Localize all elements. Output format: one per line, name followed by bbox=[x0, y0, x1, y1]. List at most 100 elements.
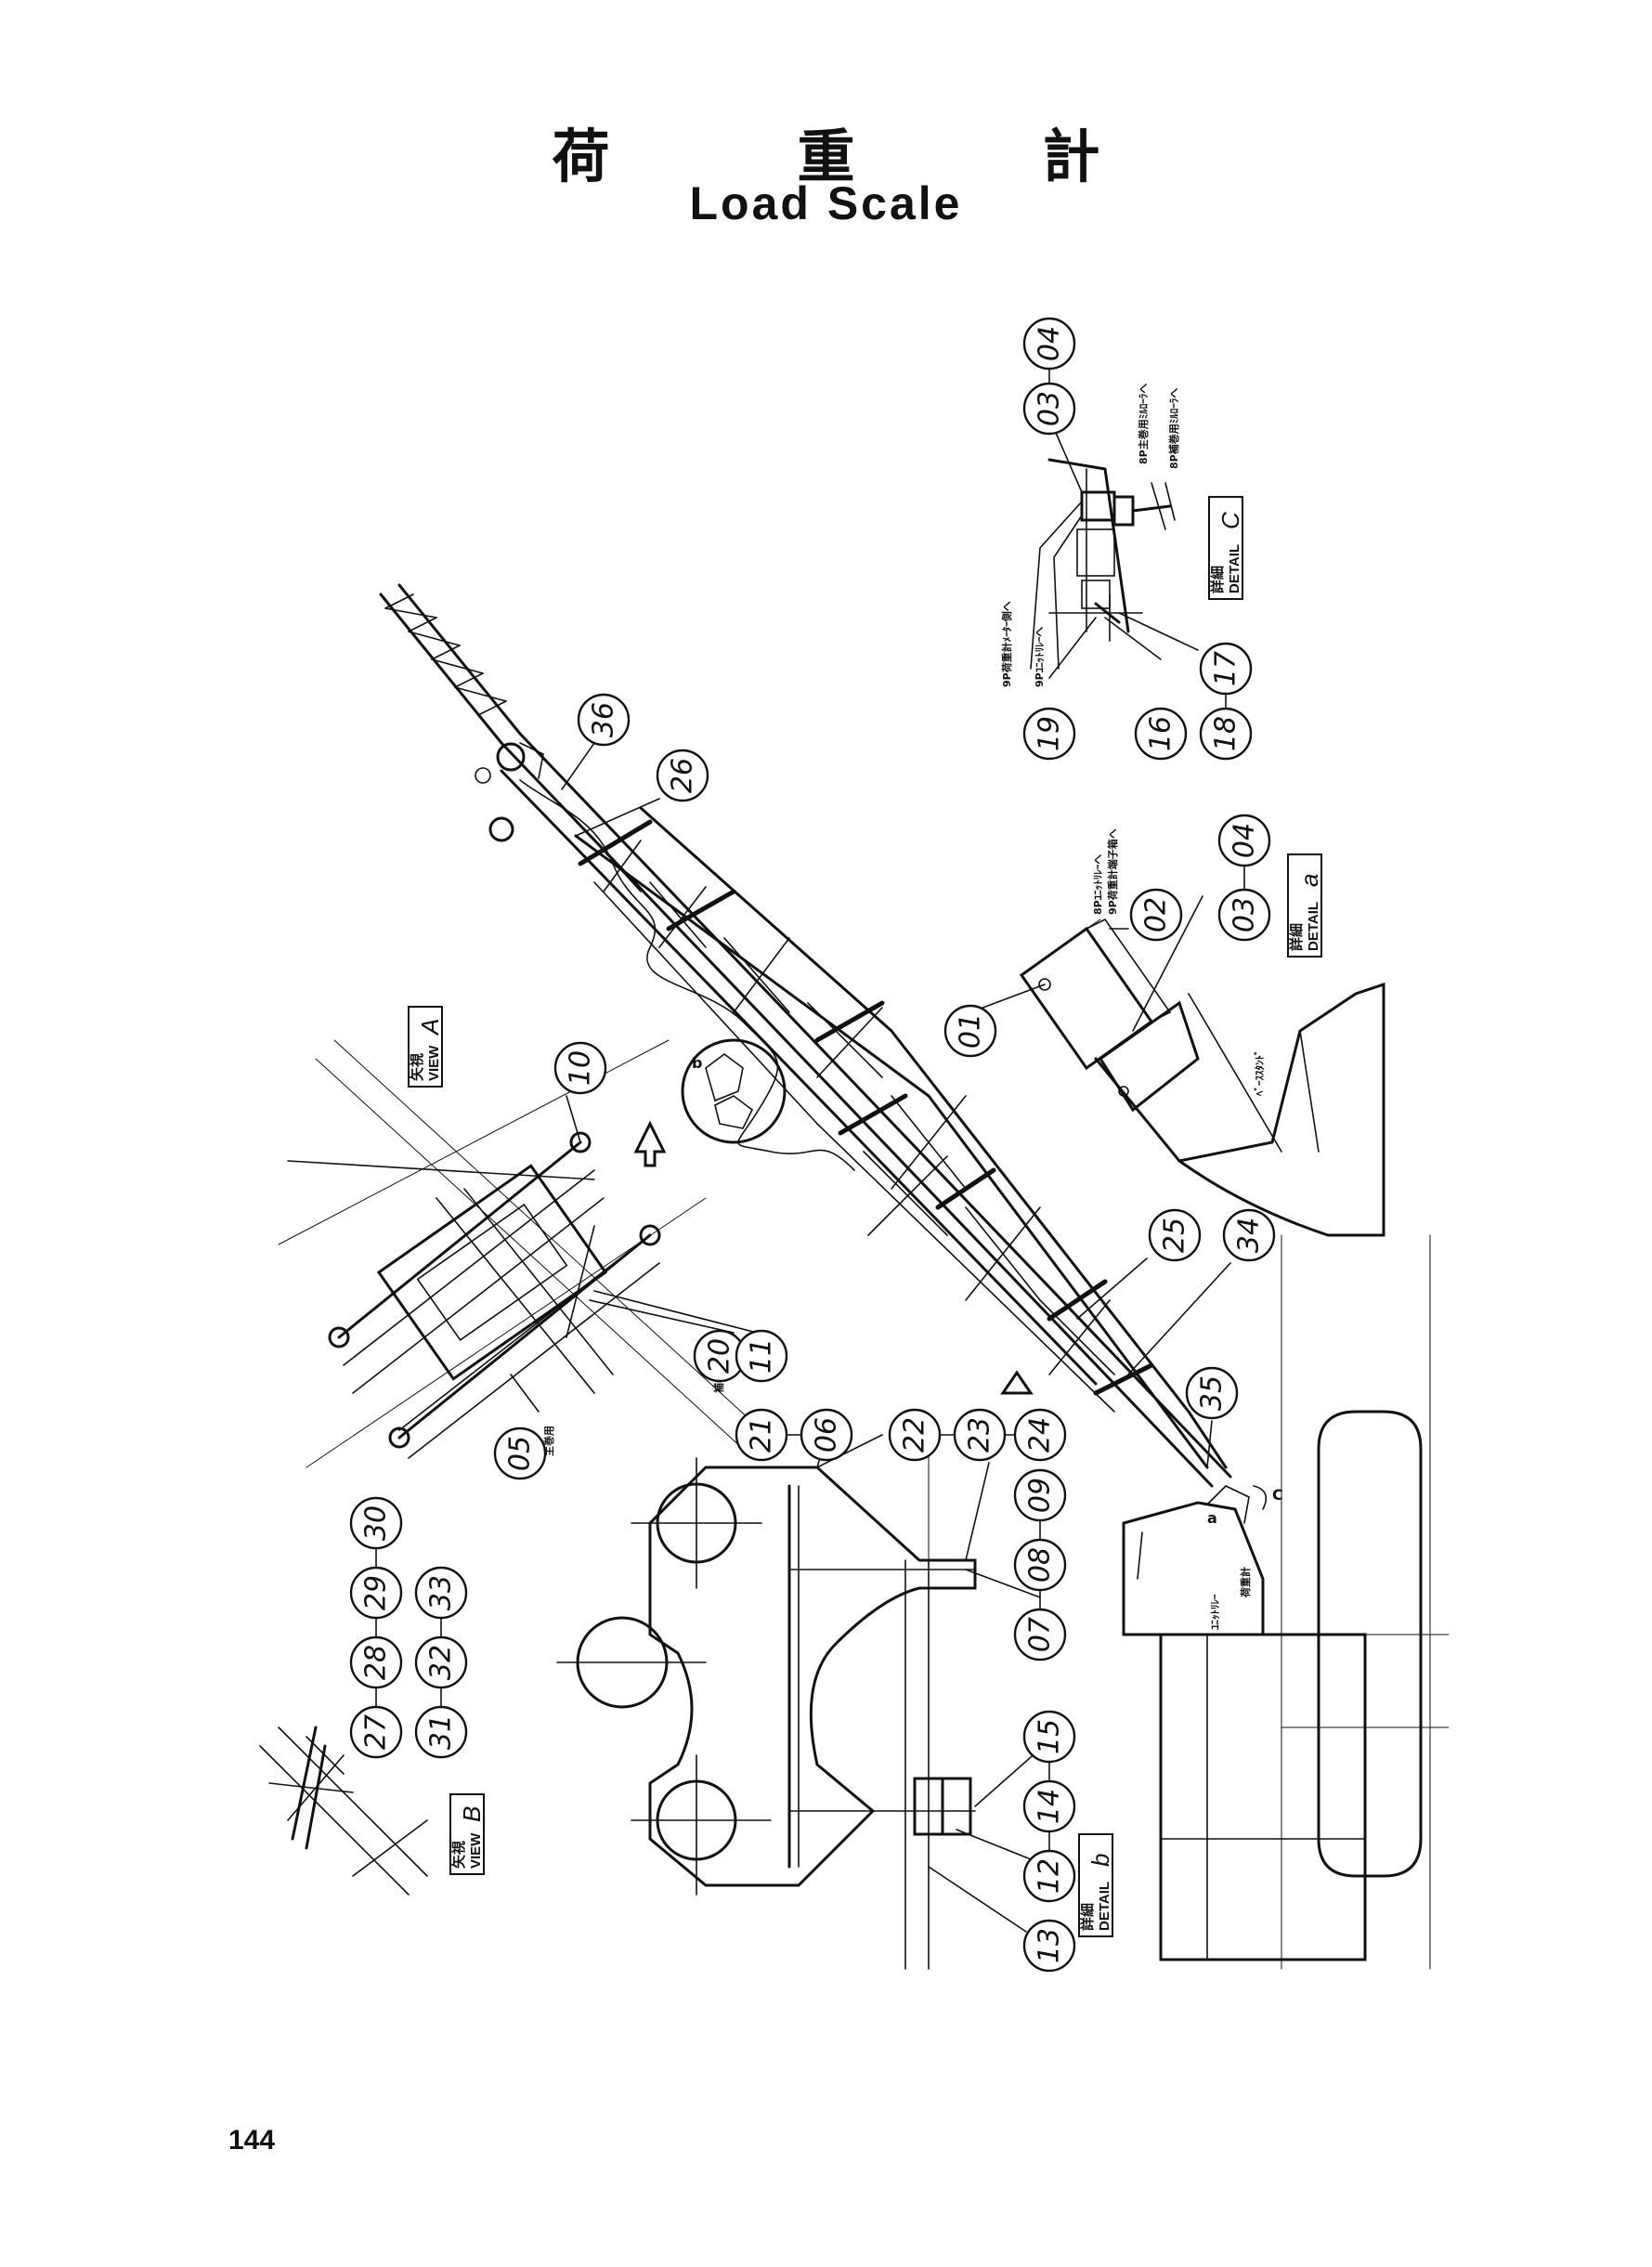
page-title-japanese: 荷 重 計 bbox=[552, 123, 1165, 190]
svg-text:a: a bbox=[1295, 874, 1323, 887]
page-title-english: Load Scale bbox=[689, 177, 963, 229]
detail-a-note-2: 9P荷重計端子箱へ bbox=[1106, 828, 1119, 915]
svg-text:33: 33 bbox=[425, 1575, 458, 1610]
detail-c-note-3: 8P主巻用ﾐﾙﾛｰﾗへ bbox=[1137, 384, 1150, 464]
svg-text:矢視: 矢視 bbox=[409, 1053, 425, 1081]
svg-text:35: 35 bbox=[1196, 1375, 1229, 1411]
svg-text:30: 30 bbox=[360, 1505, 393, 1541]
svg-text:DETAIL: DETAIL bbox=[1227, 544, 1242, 593]
svg-text:01: 01 bbox=[955, 1013, 987, 1049]
svg-text:03: 03 bbox=[1034, 391, 1066, 426]
crane-boom bbox=[379, 583, 1232, 1488]
callout-28: 28 bbox=[349, 1635, 403, 1689]
crane-cab-and-crawler: ﾕﾆｯﾄﾘﾚｰ 荷重計 a C bbox=[1122, 1234, 1450, 1970]
svg-text:23: 23 bbox=[964, 1417, 996, 1453]
svg-text:18: 18 bbox=[1210, 716, 1242, 751]
callout-07: 07 bbox=[1013, 1608, 1067, 1661]
detail-b-drawing bbox=[556, 1429, 977, 1970]
svg-text:24: 24 bbox=[1024, 1417, 1057, 1453]
view-b-drawing bbox=[259, 1726, 428, 1896]
svg-text:03: 03 bbox=[1229, 897, 1261, 932]
view-a-drawing bbox=[278, 1039, 762, 1468]
callout-03-detail-a: 03 bbox=[1217, 888, 1271, 942]
callout-22: 22 bbox=[888, 1408, 942, 1462]
callout-05: 05 bbox=[493, 1427, 547, 1480]
svg-text:16: 16 bbox=[1145, 716, 1177, 751]
svg-text:34: 34 bbox=[1233, 1218, 1266, 1253]
svg-text:07: 07 bbox=[1024, 1617, 1057, 1652]
callout-33: 33 bbox=[414, 1566, 468, 1620]
callout-14: 14 bbox=[1022, 1779, 1076, 1833]
view-b-label: 矢視 VIEW B bbox=[449, 1793, 486, 1875]
svg-text:28: 28 bbox=[360, 1645, 393, 1680]
detail-c-note-4: 8P補巻用ﾐﾙﾛｰﾗへ bbox=[1167, 388, 1180, 469]
svg-text:25: 25 bbox=[1159, 1218, 1191, 1253]
callout-25: 25 bbox=[1148, 1208, 1202, 1262]
callout-04-detail-c: 04 bbox=[1022, 317, 1076, 371]
marker-b-on-boom: b bbox=[692, 1054, 702, 1072]
svg-text:19: 19 bbox=[1034, 716, 1066, 751]
callout-17: 17 bbox=[1199, 642, 1253, 696]
svg-text:29: 29 bbox=[360, 1575, 393, 1610]
detail-a-note-1: 8Pﾕﾆｯﾄﾘﾚｰへ bbox=[1092, 854, 1104, 915]
view-b-arrow bbox=[1000, 1370, 1034, 1395]
callout-34: 34 bbox=[1222, 1208, 1276, 1262]
svg-text:02: 02 bbox=[1140, 897, 1173, 932]
svg-text:20: 20 bbox=[704, 1338, 736, 1374]
callout-12: 12 bbox=[1022, 1849, 1076, 1903]
callout-36: 36 bbox=[577, 693, 631, 747]
svg-text:詳細: 詳細 bbox=[1079, 1903, 1096, 1931]
svg-text:09: 09 bbox=[1024, 1478, 1057, 1513]
callout-27: 27 bbox=[349, 1705, 403, 1759]
svg-text:04: 04 bbox=[1229, 823, 1261, 858]
callout-06: 06 bbox=[800, 1408, 853, 1462]
svg-text:32: 32 bbox=[425, 1645, 458, 1680]
cab-note-unit-relay: ﾕﾆｯﾄﾘﾚｰ bbox=[1209, 1594, 1221, 1630]
svg-text:27: 27 bbox=[360, 1714, 393, 1750]
callout-01: 01 bbox=[943, 1004, 997, 1058]
callout-15: 15 bbox=[1022, 1710, 1076, 1764]
svg-text:VIEW: VIEW bbox=[468, 1832, 484, 1869]
svg-text:08: 08 bbox=[1024, 1547, 1057, 1583]
svg-text:詳細: 詳細 bbox=[1288, 923, 1305, 951]
callout-16: 16 bbox=[1134, 707, 1188, 761]
callout-04-detail-a: 04 bbox=[1217, 814, 1271, 867]
callout-31: 31 bbox=[414, 1705, 468, 1759]
page-number: 144 bbox=[228, 2125, 276, 2156]
svg-text:DETAIL: DETAIL bbox=[1306, 902, 1321, 951]
callout-02: 02 bbox=[1129, 888, 1183, 942]
callout-20: 20 bbox=[693, 1329, 747, 1383]
callout-03-detail-c: 03 bbox=[1022, 382, 1076, 436]
callout-18: 18 bbox=[1199, 707, 1253, 761]
detail-a-label: 詳細 DETAIL a bbox=[1287, 853, 1323, 958]
detail-c-label: 詳細 DETAIL C bbox=[1208, 496, 1244, 600]
svg-text:10: 10 bbox=[565, 1050, 597, 1086]
detail-c-note-1: 9P荷重計ﾒｰﾀｰ側へ bbox=[1000, 601, 1013, 687]
callout-29: 29 bbox=[349, 1566, 403, 1620]
svg-text:15: 15 bbox=[1034, 1719, 1066, 1754]
callout-30: 30 bbox=[349, 1496, 403, 1550]
callout-08: 08 bbox=[1013, 1538, 1067, 1592]
marker-a: a bbox=[1207, 1509, 1217, 1527]
svg-text:31: 31 bbox=[425, 1714, 458, 1750]
svg-text:12: 12 bbox=[1034, 1858, 1066, 1894]
callout-32: 32 bbox=[414, 1635, 468, 1689]
detail-b-label: 詳細 DETAIL b bbox=[1078, 1833, 1114, 1937]
detail-c-drawing: 9P荷重計ﾒｰﾀｰ側へ 9Pﾕﾆｯﾄﾘﾚｰへ 8P主巻用ﾐﾙﾛｰﾗへ 8P補巻用… bbox=[1000, 384, 1180, 687]
callout-10: 10 bbox=[553, 1041, 607, 1095]
svg-text:36: 36 bbox=[588, 702, 620, 737]
svg-text:06: 06 bbox=[811, 1417, 843, 1453]
callout-09: 09 bbox=[1013, 1468, 1067, 1522]
callout-23: 23 bbox=[953, 1408, 1007, 1462]
callout-19: 19 bbox=[1022, 707, 1076, 761]
svg-text:B: B bbox=[458, 1806, 486, 1822]
svg-text:詳細: 詳細 bbox=[1209, 566, 1226, 593]
svg-text:VIEW: VIEW bbox=[426, 1045, 442, 1081]
svg-text:22: 22 bbox=[899, 1417, 931, 1453]
svg-text:14: 14 bbox=[1034, 1789, 1066, 1824]
svg-text:A: A bbox=[416, 1019, 444, 1036]
svg-text:矢視: 矢視 bbox=[450, 1841, 467, 1869]
svg-text:C: C bbox=[1216, 512, 1244, 529]
callout-21: 21 bbox=[735, 1408, 788, 1462]
